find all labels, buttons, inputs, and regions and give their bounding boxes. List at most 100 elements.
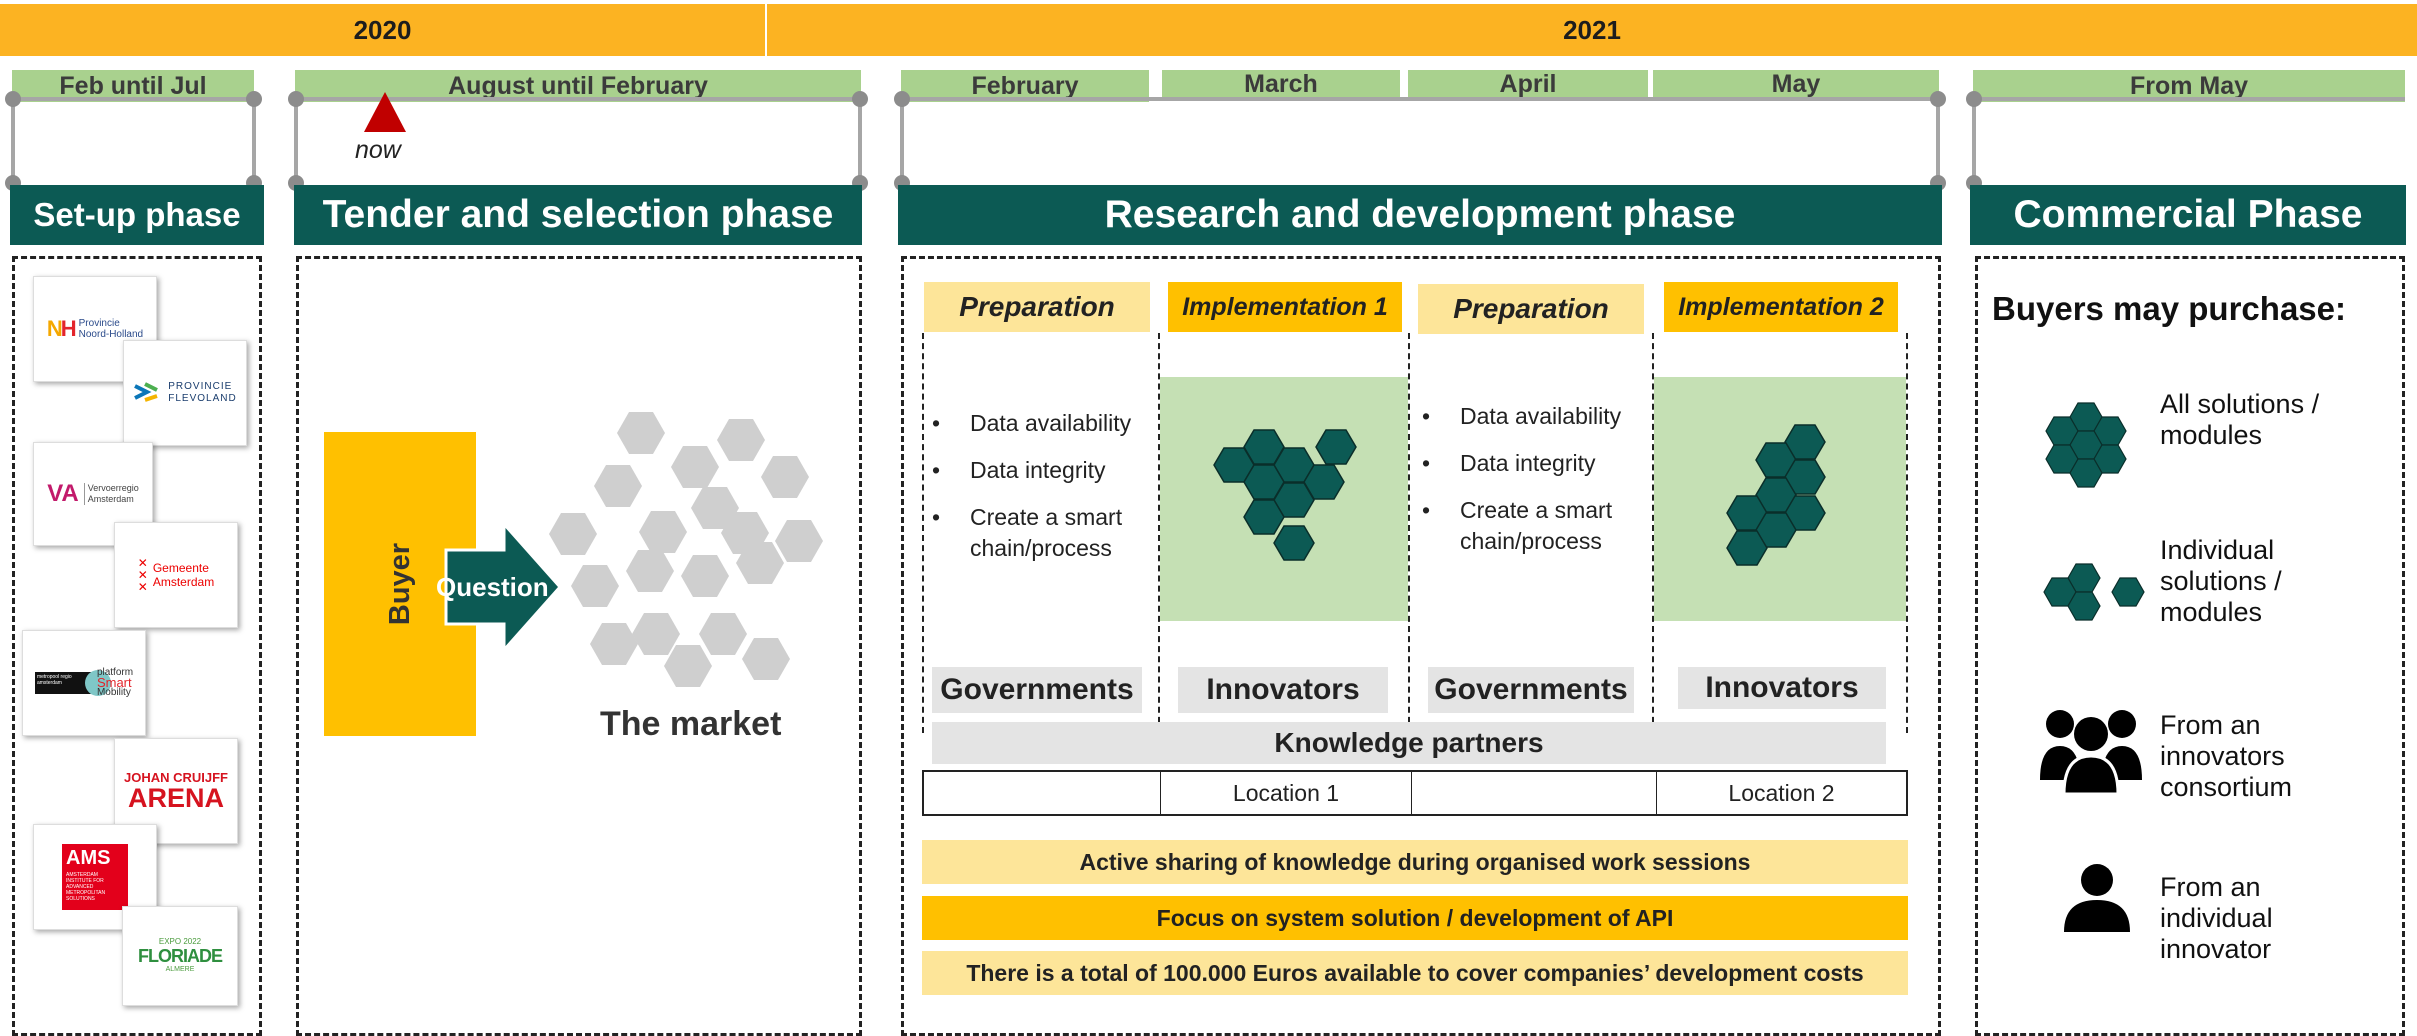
gem-text-1: Gemeente: [152, 561, 209, 575]
bracket-dot: [5, 91, 21, 107]
implementation-1-title: Implementation 1: [1168, 282, 1402, 332]
location-cell-empty: [1412, 772, 1657, 814]
nh-text-1: Provincie: [78, 318, 120, 329]
commercial-title: Buyers may purchase:: [1992, 290, 2346, 327]
month-may-label: May: [1771, 69, 1821, 98]
phase-tender-label: Tender and selection phase: [322, 193, 834, 236]
option-individual-solutions: Individual solutions / modules: [2160, 535, 2282, 628]
bullet-text: Data integrity: [1460, 450, 1596, 476]
month-from-may: From May: [1973, 70, 2405, 102]
expo-text-2: FLORIADE: [138, 946, 223, 966]
ams-text-big: AMS: [66, 847, 111, 869]
bracket-tender-top: [295, 97, 861, 101]
option-consortium-line-3: consortium: [2160, 772, 2293, 802]
knowledge-partners-label: Knowledge partners: [1274, 727, 1544, 758]
innovators-1-box: Innovators: [1178, 667, 1388, 713]
option-individual-line-1: Individual: [2160, 535, 2275, 565]
option-individual-innovator: From an individual innovator: [2160, 872, 2273, 965]
month-february: February: [901, 70, 1149, 102]
option-all-line-1: All solutions /: [2160, 389, 2320, 419]
vra-text-2: Amsterdam: [87, 494, 134, 504]
logo-gemeente-amsterdam: ✕✕✕ Gemeente Amsterdam: [114, 522, 238, 628]
option-innovator-line-3: innovator: [2160, 934, 2272, 964]
logo-provincie-flevoland: PROVINCIE FLEVOLAND: [123, 340, 247, 446]
market-label: The market: [600, 705, 782, 743]
implementation-2-title: Implementation 2: [1664, 282, 1898, 332]
preparation-1-title: Preparation: [924, 282, 1150, 332]
implementation-2-hexagons-icon: [1726, 424, 1826, 566]
psm-text-3: Mobility: [96, 687, 131, 698]
phase-setup-label: Set-up phase: [33, 196, 241, 233]
month-march-label: March: [1244, 69, 1318, 98]
preparation-2-bullets: •Data availability •Data integrity •Crea…: [1422, 401, 1644, 573]
expo-text-3: ALMERE: [165, 966, 195, 973]
now-triangle-icon: [364, 92, 406, 132]
bracket-dot: [894, 91, 910, 107]
psm-text-2: Smart: [96, 675, 132, 690]
logo-provincie-noord-holland: NH Provincie Noord-Holland: [33, 276, 157, 382]
column-divider: [1652, 333, 1654, 733]
psm-text-1: platform: [96, 667, 134, 678]
location-cell-2: Location 2: [1657, 772, 1906, 814]
band-knowledge-sharing: Active sharing of knowledge during organ…: [922, 840, 1908, 884]
bracket-research-left: [900, 97, 904, 183]
column-divider: [1408, 333, 1410, 733]
location-cell-1: Location 1: [1161, 772, 1412, 814]
year-2020-bar: 2020: [0, 4, 765, 56]
bullet-text: Data integrity: [970, 457, 1106, 483]
option-individual-line-3: modules: [2160, 597, 2263, 627]
band-funding-label: There is a total of 100.000 Euros availa…: [966, 959, 1864, 986]
option-consortium: From an innovators consortium: [2160, 710, 2292, 803]
preparation-2-label: Preparation: [1453, 293, 1609, 324]
location-2-label: Location 2: [1728, 779, 1835, 806]
list-item: •Data availability: [932, 408, 1152, 439]
bracket-setup-left: [11, 97, 15, 183]
expo-text-1: EXPO 2022: [158, 937, 202, 946]
phase-commercial: Commercial Phase: [1970, 185, 2406, 245]
question-arrow-icon: [444, 522, 562, 652]
governments-1-box: Governments: [932, 667, 1142, 713]
phase-commercial-label: Commercial Phase: [2013, 193, 2363, 236]
amsterdam-crosses-icon: ✕✕✕: [137, 556, 148, 594]
now-label: now: [355, 136, 401, 164]
buyer-label: Buyer: [384, 542, 416, 626]
location-table: Location 1 Location 2: [922, 770, 1908, 816]
list-item: •Create a smart chain/process: [932, 502, 1152, 564]
column-divider: [1158, 333, 1160, 733]
year-2021-label: 2021: [1563, 14, 1621, 45]
flevo-text-1: PROVINCIE: [168, 381, 233, 392]
gem-text-2: Amsterdam: [152, 575, 215, 589]
implementation-2-label: Implementation 2: [1678, 292, 1884, 321]
ams-text-small: AMSTERDAM INSTITUTE FOR ADVANCED METROPO…: [66, 872, 106, 902]
bracket-setup-top: [12, 97, 254, 101]
innovators-2-box: Innovators: [1678, 667, 1886, 709]
bracket-dot: [246, 91, 262, 107]
month-tender: August until February: [295, 70, 861, 102]
month-from-may-label: From May: [2129, 71, 2249, 100]
month-february-label: February: [971, 71, 1079, 100]
phase-setup: Set-up phase: [10, 185, 264, 245]
month-april: April: [1408, 70, 1648, 98]
implementation-1-hexagons-icon: [1213, 429, 1357, 561]
list-item: •Data integrity: [1422, 448, 1644, 479]
implementation-1-label: Implementation 1: [1182, 292, 1388, 321]
year-2021-bar: 2021: [767, 4, 2417, 56]
bullet-text: Data availability: [970, 410, 1132, 436]
bracket-research-top: [901, 97, 1939, 101]
bracket-commercial-left: [1972, 97, 1976, 183]
jc-text-2: ARENA: [127, 783, 224, 813]
phase-tender: Tender and selection phase: [294, 185, 862, 245]
month-may: May: [1653, 70, 1939, 98]
nh-mark-icon: NH: [46, 316, 77, 341]
phase-research: Research and development phase: [898, 185, 1942, 245]
preparation-1-label: Preparation: [959, 291, 1115, 322]
bracket-commercial-top: [1973, 97, 2405, 101]
list-item: •Data integrity: [932, 455, 1152, 486]
list-item: •Data availability: [1422, 401, 1644, 432]
column-divider: [1906, 333, 1908, 733]
option-consortium-line-2: innovators: [2160, 741, 2285, 771]
logo-expo-2022-floriade: EXPO 2022 FLORIADE ALMERE: [122, 906, 238, 1006]
option-all-solutions: All solutions / modules: [2160, 389, 2319, 451]
flevoland-mark-icon: [134, 382, 159, 402]
vra-mark-icon: VA: [47, 480, 79, 507]
